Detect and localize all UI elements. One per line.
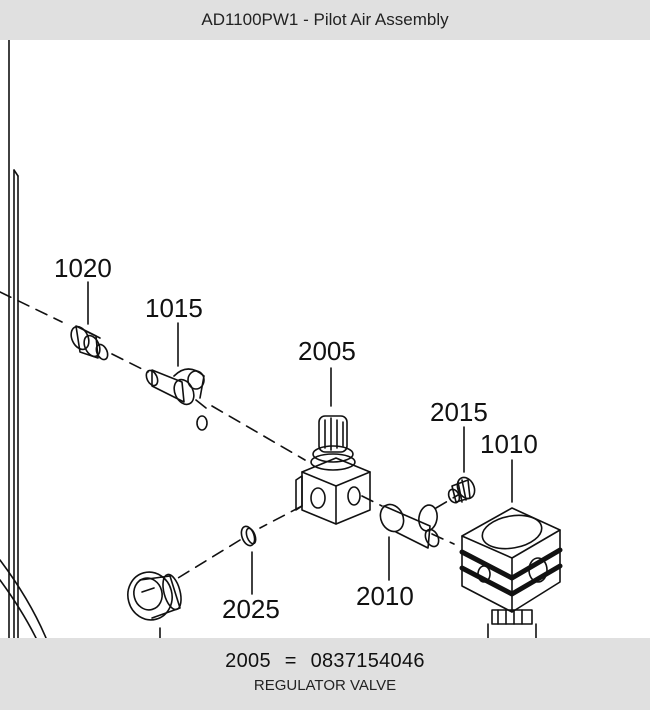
part-order-code: 0837154046 (310, 650, 425, 672)
callout-1015[interactable]: 1015 (145, 293, 203, 323)
exploded-diagram[interactable]: 1020 1015 2005 2015 1010 2010 2025 (0, 40, 650, 638)
part-number-line: 2005 = 0837154046 (0, 650, 650, 673)
frame-lines (0, 40, 47, 638)
part-2025-oring[interactable] (239, 525, 258, 595)
assembly-title: AD1100PW1 - Pilot Air Assembly (201, 10, 449, 29)
callout-1010[interactable]: 1010 (480, 429, 538, 459)
assembly-axis-lines (0, 291, 459, 579)
part-description: REGULATOR VALVE (253, 677, 397, 694)
part-1010-filter[interactable] (459, 459, 563, 638)
callout-1020[interactable]: 1020 (54, 253, 112, 283)
window-title-bar: AD1100PW1 - Pilot Air Assembly (0, 0, 650, 40)
callout-2015[interactable]: 2015 (430, 397, 488, 427)
selected-part-info: 2005 = 0837154046 REGULATOR VALVE (0, 638, 650, 710)
part-callout-number: 2005 (225, 650, 271, 672)
callout-2025[interactable]: 2025 (222, 594, 280, 624)
part-1020-fitting[interactable] (68, 281, 110, 361)
part-gauge[interactable] (123, 567, 185, 638)
part-2010-tee[interactable] (376, 501, 441, 581)
equals-sign: = (284, 650, 297, 672)
part-2005-regulator[interactable] (295, 367, 371, 525)
part-2015-plug[interactable] (447, 426, 478, 504)
callout-2005[interactable]: 2005 (298, 336, 356, 366)
part-1015-elbow[interactable] (144, 322, 208, 431)
callout-2010[interactable]: 2010 (356, 581, 414, 611)
diagram-svg: 1020 1015 2005 2015 1010 2010 2025 (0, 40, 563, 638)
